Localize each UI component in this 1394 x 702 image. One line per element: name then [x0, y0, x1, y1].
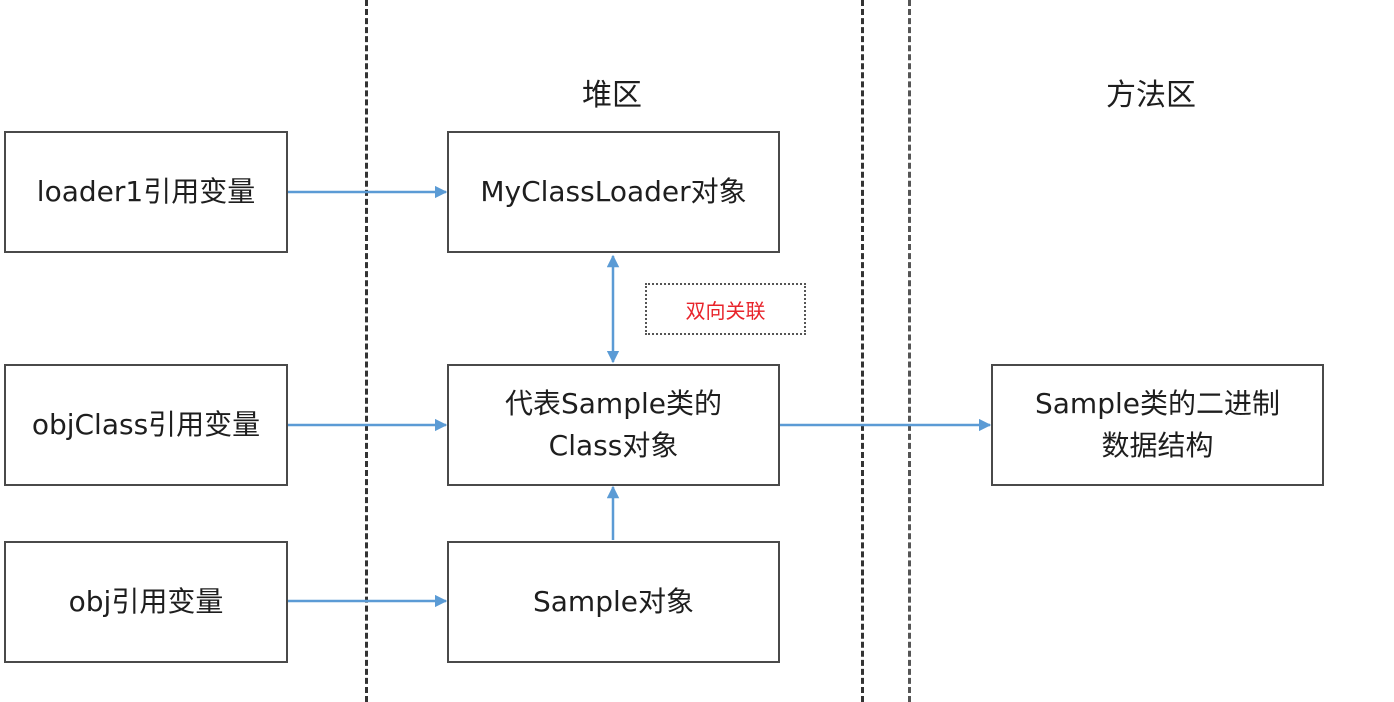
classloader-object-box: MyClassLoader对象	[447, 131, 780, 253]
bidirectional-annotation: 双向关联	[645, 283, 806, 335]
binary-data-label-line1: Sample类的二进制	[1035, 387, 1280, 420]
sample-object-label: Sample对象	[533, 585, 694, 618]
method-area-title: 方法区	[1106, 78, 1196, 113]
class-object-label-line2: Class对象	[548, 429, 679, 462]
separator-stack-heap	[365, 0, 368, 702]
class-object-box: 代表Sample类的 Class对象	[447, 364, 780, 486]
bidirectional-annotation-label: 双向关联	[685, 298, 766, 323]
class-object-label-line1: 代表Sample类的	[505, 387, 722, 420]
binary-data-label-line2: 数据结构	[1101, 429, 1214, 462]
obj-reference-box: obj引用变量	[4, 541, 288, 663]
sample-object-box: Sample对象	[447, 541, 780, 663]
heap-region-title: 堆区	[582, 78, 642, 113]
classloader-object-label: MyClassLoader对象	[480, 175, 747, 208]
objclass-reference-label: objClass引用变量	[31, 408, 261, 441]
separator-heap-method-2	[908, 0, 911, 702]
obj-reference-label: obj引用变量	[68, 585, 224, 618]
loader1-reference-box: loader1引用变量	[4, 131, 288, 253]
loader1-reference-label: loader1引用变量	[36, 175, 256, 208]
separator-heap-method-1	[861, 0, 864, 702]
binary-data-structure-box: Sample类的二进制 数据结构	[991, 364, 1324, 486]
objclass-reference-box: objClass引用变量	[4, 364, 288, 486]
